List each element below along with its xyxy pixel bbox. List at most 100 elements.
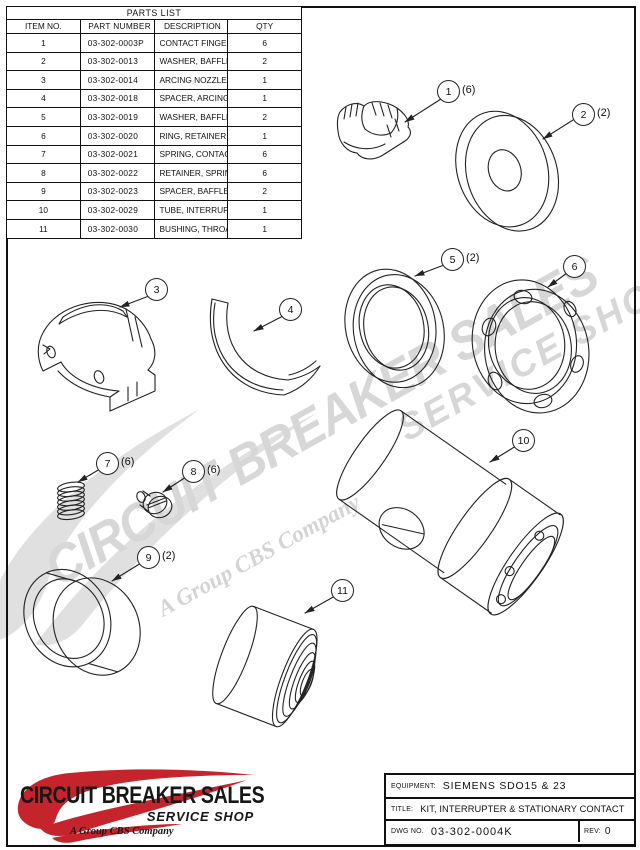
table-cell: 03-302-0003P: [79, 33, 155, 53]
parts-list-header-row: ITEM NO. PART NUMBER DESCRIPTION QTY: [6, 19, 302, 34]
callout-number: 7: [104, 457, 111, 470]
table-cell: 11: [6, 218, 81, 239]
table-cell: 03-302-0029: [79, 200, 155, 220]
table-cell: TUBE, INTERRUPTER: [153, 200, 229, 220]
table-cell: 1: [227, 125, 302, 146]
part-4-spacer-arcing-nozzle: [209, 298, 321, 396]
callout-balloon-1: 1: [437, 80, 460, 103]
company-logo: CIRCUIT BREAKER SALES SERVICE SHOP A Gro…: [12, 766, 265, 844]
table-cell: 9: [6, 181, 81, 202]
table-cell: WASHER, BAFFLE: [153, 51, 229, 72]
callout-number: 1: [445, 85, 452, 98]
equipment-value: SIEMENS SDO15 & 23: [442, 780, 567, 792]
part-8-retainer-spring: [136, 490, 173, 519]
callout-balloon-7: 7: [96, 452, 119, 475]
table-cell: 4: [6, 88, 81, 109]
callout-number: 4: [287, 303, 294, 316]
title-block-dwg-row: DWG NO. 03-302-0004K REV: 0: [386, 821, 634, 842]
callout-number: 2: [580, 108, 587, 121]
callout-number: 5: [449, 253, 456, 266]
table-cell: CONTACT FINGER ASSEMBLY, STATIONARY: [153, 33, 229, 53]
callout-number: 8: [190, 465, 197, 478]
dwg-no-cell: DWG NO. 03-302-0004K: [386, 821, 578, 842]
table-cell: WASHER, BAFFLE: [153, 107, 229, 127]
rev-cell: REV: 0: [578, 821, 634, 842]
equipment-label: EQUIPMENT:: [391, 782, 436, 790]
logo-company-name: CIRCUIT BREAKER SALES: [20, 782, 265, 809]
table-cell: 2: [227, 107, 302, 127]
leader-lines: [77, 98, 574, 614]
table-cell: 03-302-0014: [79, 70, 155, 90]
callout-qty-2: (2): [597, 107, 611, 119]
table-cell: ARCING NOZZLE, UPPER: [153, 70, 229, 90]
callout-number: 11: [337, 584, 348, 597]
callout-balloon-4: 4: [279, 298, 302, 321]
parts-list-table: PARTS LIST ITEM NO. PART NUMBER DESCRIPT…: [6, 6, 302, 239]
column-header: PART NUMBER: [79, 19, 155, 34]
callout-balloon-5: 5: [441, 248, 464, 271]
column-header: QTY: [227, 19, 302, 34]
table-cell: 6: [227, 33, 302, 53]
table-cell: RETAINER, SPRING: [153, 163, 229, 183]
table-cell: SPACER, BAFFLE: [153, 181, 229, 202]
callout-qty-9: (2): [162, 550, 176, 562]
dwg-no-label: DWG NO.: [391, 828, 424, 835]
table-cell: 03-302-0019: [79, 107, 155, 127]
table-cell: 6: [227, 163, 302, 183]
table-cell: 03-302-0021: [79, 144, 155, 165]
logo-swoosh-icon: [17, 769, 255, 843]
table-cell: 03-302-0013: [79, 51, 155, 72]
rev-value: 0: [604, 826, 611, 837]
table-cell: 1: [6, 33, 81, 53]
table-cell: 1: [227, 88, 302, 109]
table-cell: 6: [227, 144, 302, 165]
table-cell: BUSHING, THROAT: [153, 218, 229, 239]
table-cell: 03-302-0023: [79, 181, 155, 202]
callout-qty-5: (2): [466, 252, 480, 264]
part-5-washer-baffle: [344, 268, 445, 389]
table-cell: 03-302-0022: [79, 163, 155, 183]
part-2-washer-baffle: [455, 110, 560, 232]
title-block-title-row: TITLE: KIT, INTERRUPTER & STATIONARY CON…: [386, 799, 634, 821]
part-1-contact-finger-assembly: [336, 101, 411, 160]
part-3-arcing-nozzle-upper: [37, 301, 156, 412]
table-cell: SPACER, ARCING NOZZLE: [153, 88, 229, 109]
title-value: KIT, INTERRUPTER & STATIONARY CONTACT: [420, 804, 625, 814]
callout-balloon-8: 8: [182, 460, 205, 483]
logo-subtitle: A Group CBS Company: [70, 826, 174, 837]
table-cell: 8: [6, 163, 81, 183]
callout-qty-7: (6): [121, 456, 135, 468]
part-10-tube-interrupter: [336, 409, 564, 616]
table-cell: 2: [227, 51, 302, 72]
table-cell: 10: [6, 200, 81, 220]
table-cell: SPRING, CONTACT: [153, 144, 229, 165]
title-block: EQUIPMENT: SIEMENS SDO15 & 23 TITLE: KIT…: [384, 773, 636, 846]
callout-qty-1: (6): [462, 84, 476, 96]
callout-number: 10: [517, 434, 530, 447]
table-cell: 1: [227, 200, 302, 220]
table-cell: 2: [6, 51, 81, 72]
callout-number: 9: [145, 551, 152, 564]
table-cell: 1: [227, 218, 302, 239]
column-header: DESCRIPTION: [153, 19, 229, 34]
table-cell: 7: [6, 144, 81, 165]
table-cell: RING, RETAINER: [153, 125, 229, 146]
title-label: TITLE:: [391, 805, 414, 813]
callout-balloon-9: 9: [137, 546, 160, 569]
callout-number: 3: [153, 283, 160, 296]
part-7-spring-contact: [57, 481, 85, 521]
part-9-spacer-baffle: [23, 568, 141, 676]
callout-balloon-11: 11: [331, 579, 354, 602]
